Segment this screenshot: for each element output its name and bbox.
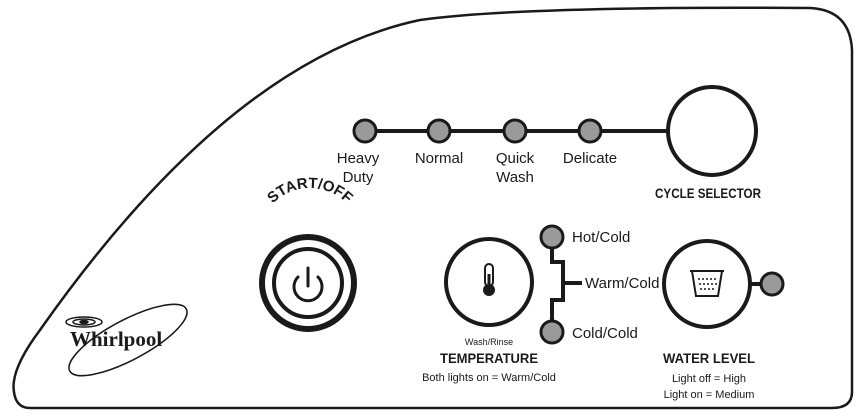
cycle-selector-label: CYCLE SELECTOR (655, 185, 761, 201)
tub-icon (690, 270, 724, 297)
cycle-option-quick-wash-line1: Quick (496, 150, 535, 167)
cycle-option-delicate: Delicate (563, 150, 617, 167)
cycle-indicator-normal (426, 118, 452, 144)
thermometer-icon (483, 263, 495, 296)
temperature-group: Wash/Rinse TEMPERATURE Both lights on = … (422, 224, 659, 384)
cycle-indicator-delicate (577, 118, 603, 144)
cycle-option-quick-wash-line2: Wash (496, 169, 534, 186)
cycle-option-heavy-duty-line2: Duty (343, 169, 374, 186)
temperature-option-warm-cold: Warm/Cold (585, 275, 659, 292)
cycle-selector-group: Heavy Duty Normal Quick Wash Delicate CY… (337, 85, 761, 201)
cycle-option-heavy-duty-line1: Heavy (337, 150, 380, 167)
panel-outline (12, 6, 854, 410)
water-level-indicator (759, 271, 785, 297)
whirlpool-logo: Whirlpool (65, 303, 188, 377)
temperature-label: TEMPERATURE (440, 350, 538, 366)
temperature-option-hot-cold: Hot/Cold (572, 229, 630, 246)
cycle-option-normal: Normal (415, 150, 463, 167)
brand-name: Whirlpool (70, 327, 162, 351)
temperature-indicator-cold-cold (539, 319, 565, 345)
water-level-label: WATER LEVEL (663, 350, 755, 366)
cycle-indicator-heavy-duty (352, 118, 378, 144)
cycle-indicator-quick-wash (502, 118, 528, 144)
cycle-selector-button[interactable] (666, 85, 758, 177)
temperature-note: Both lights on = Warm/Cold (422, 372, 556, 384)
water-level-note-line2: Light on = Medium (664, 389, 755, 401)
temperature-indicator-hot-cold (539, 224, 565, 250)
temperature-bracket (550, 240, 582, 328)
power-icon (292, 266, 324, 303)
temperature-option-cold-cold: Cold/Cold (572, 325, 638, 342)
temperature-small-label: Wash/Rinse (465, 337, 513, 347)
water-level-group: WATER LEVEL Light off = High Light on = … (662, 239, 785, 401)
swirl-icon (65, 316, 103, 328)
water-level-note-line1: Light off = High (672, 373, 746, 385)
